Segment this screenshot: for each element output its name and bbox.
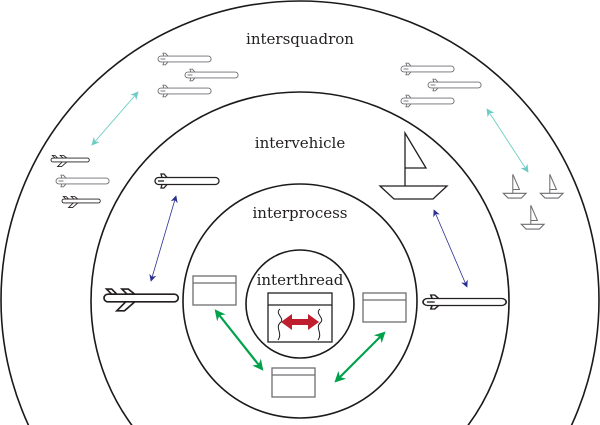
sailboat-squadron-icon: [502, 173, 564, 230]
missile-squadron-right-icon: [400, 62, 482, 108]
ring-interthread: [245, 249, 355, 359]
interprocess-arrow-left: [214, 309, 264, 371]
label-intersquadron: intersquadron: [246, 30, 354, 48]
window-bottom-icon: [271, 367, 316, 398]
thread-right-icon: [317, 308, 323, 341]
intersquadron-arrow-right: [486, 108, 529, 173]
mixed-squadron-left-icon: [50, 154, 110, 209]
window-left-icon: [192, 275, 237, 306]
label-interprocess: interprocess: [252, 204, 347, 222]
missile-squadron-top-icon: [157, 52, 239, 98]
missile-icon: [154, 173, 220, 189]
window-right-icon: [362, 292, 407, 323]
missile-right-icon: [422, 294, 508, 310]
intervehicle-arrow-left: [149, 195, 178, 282]
airplane-icon: [103, 288, 180, 312]
ring-intervehicle: [90, 91, 510, 425]
interprocess-arrow-right: [334, 331, 386, 383]
intersquadron-arrow-left: [91, 91, 139, 146]
ring-interprocess: [182, 183, 418, 419]
sailboat-icon: [378, 130, 449, 200]
thread-left-icon: [277, 308, 283, 341]
intervehicle-arrow-right: [433, 209, 468, 288]
label-intervehicle: intervehicle: [255, 134, 346, 152]
thread-window-icon: [267, 292, 333, 343]
interthread-arrow: [281, 314, 319, 330]
label-interthread: interthread: [257, 271, 344, 289]
